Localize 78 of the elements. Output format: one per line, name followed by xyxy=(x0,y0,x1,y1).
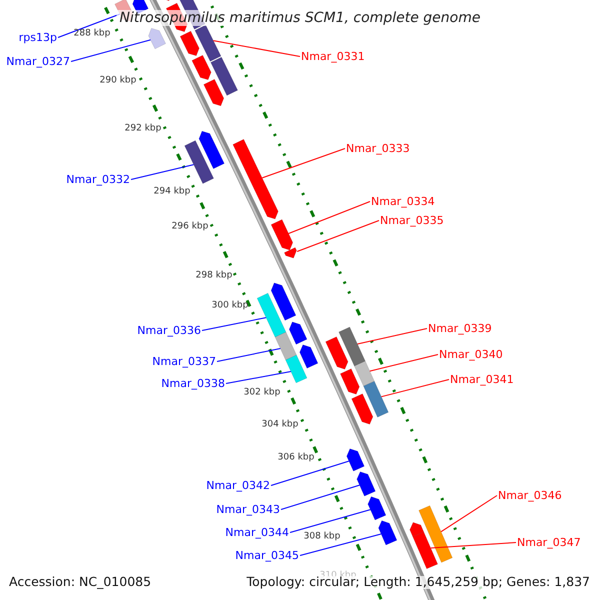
gene-feature xyxy=(184,140,214,184)
gene-feature xyxy=(274,332,297,360)
gene-feature xyxy=(410,522,424,538)
gene-feature xyxy=(288,322,308,345)
accession-note: Accession: NC_010085 xyxy=(9,576,152,588)
scale-label: 300 kbp xyxy=(212,302,248,310)
gene-label: Nmar_0339 xyxy=(428,323,492,334)
gene-feature xyxy=(203,78,224,106)
leader-line xyxy=(369,354,438,372)
gene-feature xyxy=(270,282,296,321)
gene-label: Nmar_0345 xyxy=(235,550,299,561)
gene-label: Nmar_0342 xyxy=(206,480,270,491)
gene-feature xyxy=(412,532,438,570)
gene-label: Nmar_0336 xyxy=(137,325,201,336)
leader-line xyxy=(70,39,151,62)
scale-label: 288 kbp xyxy=(74,30,110,38)
gene-feature xyxy=(356,471,376,496)
scale-label: 306 kbp xyxy=(278,454,314,462)
scale-label: 296 kbp xyxy=(172,222,208,232)
leader-line xyxy=(280,484,360,510)
scale-label: 290 kbp xyxy=(100,76,136,86)
gene-feature xyxy=(148,28,166,50)
gene-feature xyxy=(325,336,348,370)
gene-label: Nmar_0338 xyxy=(161,378,225,389)
gene-label: Nmar_0337 xyxy=(152,356,216,367)
gene-label: Nmar_0331 xyxy=(301,51,365,62)
leader-line xyxy=(430,542,516,548)
gene-feature xyxy=(284,247,297,258)
gene-label: Nmar_0341 xyxy=(450,374,514,385)
leader-line xyxy=(380,379,450,398)
gene-label: Nmar_0332 xyxy=(66,174,130,185)
gene-feature xyxy=(180,30,200,56)
gene-label: Nmar_0346 xyxy=(498,490,562,501)
gene-label: Nmar_0344 xyxy=(225,527,289,538)
gene-feature xyxy=(270,219,294,250)
leader-line xyxy=(300,534,382,556)
gene-label: Nmar_0347 xyxy=(517,537,581,548)
scale-label: 304 kbp xyxy=(262,420,298,430)
gene-feature xyxy=(338,326,366,366)
gene-feature xyxy=(418,505,453,563)
leader-line xyxy=(130,164,194,180)
gene-label: Nmar_0343 xyxy=(216,504,280,515)
gene-feature xyxy=(285,354,308,384)
leader-line xyxy=(226,371,292,384)
gene-feature xyxy=(354,360,375,386)
gene-feature xyxy=(363,380,389,418)
leader-line xyxy=(270,460,350,486)
scale-label: 308 kbp xyxy=(304,532,340,542)
scale-label: 302 kbp xyxy=(244,388,280,398)
leader-line xyxy=(290,509,371,533)
leader-line xyxy=(296,220,380,252)
gene-label: Nmar_0335 xyxy=(380,215,444,226)
leader-line xyxy=(288,201,370,234)
leader-line xyxy=(216,348,281,362)
gene-feature xyxy=(198,130,225,169)
scale-label: 298 kbp xyxy=(196,272,232,280)
gene-feature xyxy=(340,368,360,394)
gene-label: Nmar_0334 xyxy=(371,196,435,207)
gene-feature xyxy=(256,292,286,338)
leader-line xyxy=(212,40,300,57)
gene-label: Nmar_0340 xyxy=(439,349,503,360)
gene-feature xyxy=(346,448,365,472)
gene-label: Nmar_0333 xyxy=(346,143,410,154)
leader-line xyxy=(440,495,498,532)
gene-feature xyxy=(210,56,238,96)
scale-label: 294 kbp xyxy=(154,188,190,196)
gene-feature xyxy=(368,496,386,520)
gene-feature xyxy=(351,394,374,425)
gene-label: Nmar_0327 xyxy=(6,56,70,67)
gene-feature xyxy=(299,344,318,369)
gene-feature xyxy=(378,520,398,546)
leader-line xyxy=(357,328,428,344)
gene-feature xyxy=(194,24,222,62)
leader-line xyxy=(202,317,267,331)
leader-line xyxy=(262,148,346,178)
scale-label: 292 kbp xyxy=(124,124,162,134)
gene-feature xyxy=(232,139,278,220)
gene-label: rps13p xyxy=(18,32,57,43)
